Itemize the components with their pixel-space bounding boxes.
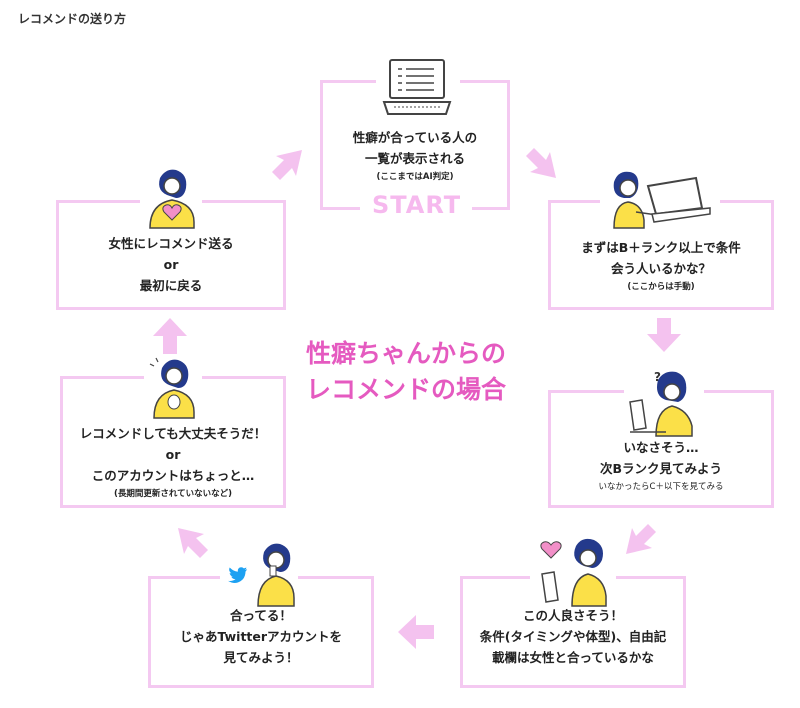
start-label: START bbox=[372, 191, 462, 219]
step-right2-line1: いなさそう… bbox=[623, 440, 699, 455]
step-box-right1: まずはB＋ランク以上で条件 会う人いるかな？ (ここからは手動) bbox=[548, 200, 774, 310]
step-bottom-left-line2: じゃあTwitterアカウントを bbox=[179, 629, 343, 644]
question-icon: ? bbox=[654, 370, 661, 384]
woman-hands-heart-icon bbox=[149, 357, 195, 419]
step-left-top-line3: 最初に戻る bbox=[139, 278, 203, 293]
laptop-icon bbox=[382, 59, 452, 115]
step-left-top-line2: or bbox=[163, 257, 179, 272]
step-left-top-line1: 女性にレコメンド送る bbox=[108, 236, 234, 251]
step-left-mid-line2: or bbox=[165, 447, 181, 462]
step-bottom-right-line2: 条件(タイミングや体型)、自由記 bbox=[479, 629, 667, 644]
arrow-left-mid-to-left-top bbox=[153, 318, 187, 354]
step-bottom-right-line1: この人良さそう！ bbox=[522, 608, 623, 623]
arrow-top-to-right1 bbox=[526, 148, 556, 178]
arrow-bottom-left-to-left-mid bbox=[178, 528, 208, 558]
step-right1-line2: 会う人いるかな？ bbox=[610, 261, 711, 276]
step-box-left-mid: レコメンドしても大丈夫そうだ！ or このアカウントはちょっと… (長期間更新さ… bbox=[60, 376, 286, 508]
woman-phone-icon bbox=[541, 538, 607, 607]
step-right2-note: いなかったらC＋以下を見てみる bbox=[598, 482, 724, 492]
step-top-line2: 一覧が表示される bbox=[364, 151, 465, 166]
center-title-line2: レコメンドの場合 bbox=[305, 375, 506, 404]
step-box-right2: いなさそう… 次Bランク見てみよう いなかったらC＋以下を見てみる bbox=[548, 390, 774, 508]
arrow-right2-to-bottom-right bbox=[626, 524, 656, 554]
twitter-icon bbox=[228, 567, 248, 583]
arrow-right1-to-right2 bbox=[647, 318, 681, 352]
step-bottom-left-line3: 見てみよう！ bbox=[223, 650, 299, 665]
woman-laptop-icon bbox=[613, 171, 711, 229]
step-right1-note: (ここからは手動) bbox=[627, 282, 695, 292]
arrow-left-top-to-top bbox=[272, 150, 302, 180]
step-right1-line1: まずはB＋ランク以上で条件 bbox=[581, 240, 741, 255]
woman-phone-icon-2 bbox=[257, 543, 295, 607]
heart-icon bbox=[540, 541, 562, 559]
step-top-note: (ここまではAI判定) bbox=[376, 172, 454, 182]
page-heading: レコメンドの送り方 bbox=[18, 12, 127, 26]
arrow-bottom-right-to-bottom-left bbox=[398, 615, 434, 649]
step-bottom-left-line1: 合ってる！ bbox=[230, 608, 292, 623]
step-box-left-top: 女性にレコメンド送る or 最初に戻る bbox=[56, 200, 286, 310]
woman-thinking-icon bbox=[629, 371, 693, 437]
step-left-mid-line1: レコメンドしても大丈夫そうだ！ bbox=[79, 426, 267, 441]
center-title-line1: 性癖ちゃんからの bbox=[305, 339, 506, 368]
step-bottom-right-line3: 載欄は女性と合っているかな bbox=[492, 650, 654, 665]
step-right2-line2: 次Bランク見てみよう bbox=[599, 461, 723, 476]
center-title: 性癖ちゃんからの レコメンドの場合 bbox=[276, 336, 536, 408]
step-left-mid-note: (長期間更新されていないなど) bbox=[113, 489, 233, 499]
woman-heart-icon bbox=[149, 169, 195, 229]
step-left-mid-line3: このアカウントはちょっと… bbox=[91, 468, 255, 483]
step-top-line1: 性癖が合っている人の bbox=[352, 130, 478, 145]
step-box-bottom-right: この人良さそう！ 条件(タイミングや体型)、自由記 載欄は女性と合っているかな bbox=[460, 576, 686, 688]
